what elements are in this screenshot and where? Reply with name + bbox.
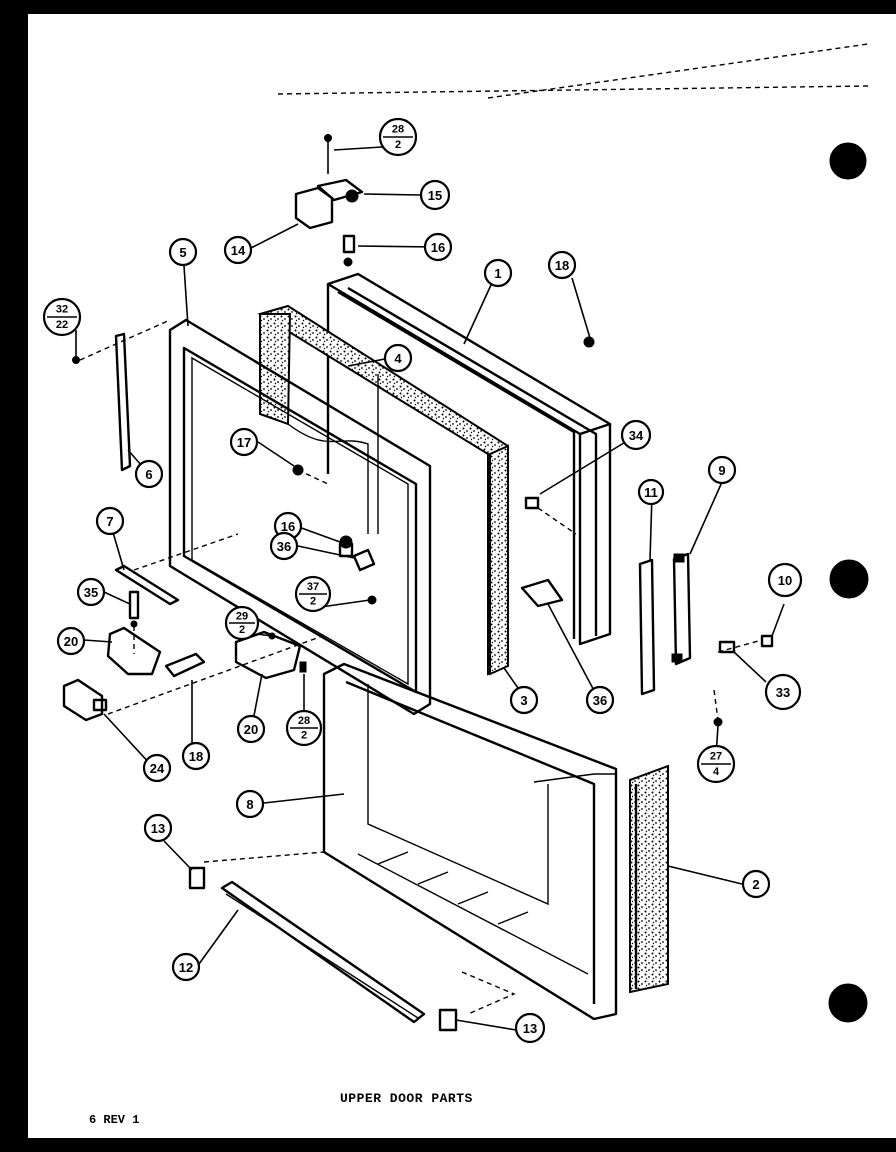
callout-c9: 9 bbox=[707, 455, 737, 485]
fraction-bottom: 2 bbox=[239, 624, 245, 636]
callout-c15: 15 bbox=[419, 179, 451, 211]
callout-label: 13 bbox=[523, 1021, 537, 1036]
binder-hole-middle bbox=[829, 559, 869, 599]
callout-c11: 11 bbox=[637, 478, 665, 506]
fraction-bottom: 4 bbox=[713, 766, 720, 778]
fraction-callout-f37: 372 bbox=[294, 575, 332, 613]
callout-label: 11 bbox=[644, 485, 658, 500]
fraction-top: 28 bbox=[392, 123, 404, 135]
fraction-callout-f29: 292 bbox=[224, 605, 260, 641]
callout-label: 4 bbox=[394, 351, 402, 366]
fraction-top: 27 bbox=[710, 750, 722, 762]
binder-hole-top bbox=[829, 142, 867, 180]
callout-label: 8 bbox=[246, 797, 253, 812]
callout-label: 2 bbox=[752, 877, 759, 892]
callout-label: 17 bbox=[237, 435, 251, 450]
callout-label: 5 bbox=[179, 245, 186, 260]
callout-c10: 10 bbox=[767, 562, 803, 598]
callout-c13b: 13 bbox=[514, 1012, 546, 1044]
fraction-callout-f28b: 282 bbox=[285, 709, 323, 747]
callout-label: 35 bbox=[84, 585, 98, 600]
callout-label: 14 bbox=[231, 243, 246, 258]
binder-hole-bottom bbox=[828, 983, 868, 1023]
callout-label: 34 bbox=[629, 428, 644, 443]
callout-c8: 8 bbox=[235, 789, 265, 819]
callout-c36b: 36 bbox=[585, 685, 615, 715]
callout-c18b: 18 bbox=[181, 741, 211, 771]
callout-label: 33 bbox=[776, 685, 790, 700]
callout-label: 18 bbox=[189, 749, 203, 764]
fraction-top: 37 bbox=[307, 581, 319, 593]
callout-c5: 5 bbox=[168, 237, 198, 267]
fraction-bottom: 2 bbox=[310, 596, 316, 608]
callout-group: 1234567891011121313141516161718182020243… bbox=[42, 117, 803, 1044]
callout-c20b: 20 bbox=[236, 714, 266, 744]
callout-c6: 6 bbox=[134, 459, 164, 489]
handle-bar-assembly bbox=[638, 552, 692, 696]
callout-label: 9 bbox=[718, 463, 725, 478]
callout-label: 7 bbox=[106, 514, 113, 529]
callout-label: 20 bbox=[244, 722, 258, 737]
callout-c3: 3 bbox=[509, 685, 539, 715]
fraction-top: 32 bbox=[56, 303, 68, 315]
callout-label: 20 bbox=[64, 634, 78, 649]
callout-label: 16 bbox=[281, 519, 295, 534]
callout-c24: 24 bbox=[142, 753, 172, 783]
callout-c4: 4 bbox=[383, 343, 413, 373]
callout-c33: 33 bbox=[764, 673, 802, 711]
scan-noise bbox=[277, 43, 869, 99]
callout-label: 3 bbox=[520, 693, 527, 708]
callout-c20a: 20 bbox=[56, 626, 86, 656]
callout-c7: 7 bbox=[95, 506, 125, 536]
fraction-bottom: 2 bbox=[301, 730, 307, 742]
callout-label: 13 bbox=[151, 821, 165, 836]
callout-c14: 14 bbox=[223, 235, 253, 265]
callout-c34: 34 bbox=[620, 419, 652, 451]
callout-label: 24 bbox=[150, 761, 165, 776]
fraction-bottom: 2 bbox=[395, 139, 401, 151]
fraction-top: 29 bbox=[236, 610, 248, 622]
diagram-title: UPPER DOOR PARTS bbox=[340, 1091, 473, 1106]
callout-label: 12 bbox=[179, 960, 193, 975]
lower-door-panel bbox=[322, 662, 618, 1021]
callout-c13a: 13 bbox=[143, 813, 173, 843]
callout-label: 16 bbox=[431, 240, 445, 255]
fraction-top: 28 bbox=[298, 715, 310, 727]
exploded-parts-diagram: 1234567891011121313141516161718182020243… bbox=[42, 43, 869, 1044]
lower-trim-strip bbox=[220, 880, 426, 1024]
callout-label: 18 bbox=[555, 258, 569, 273]
callout-c35: 35 bbox=[76, 577, 106, 607]
callout-label: 10 bbox=[778, 573, 792, 588]
callout-c36a: 36 bbox=[269, 531, 299, 561]
callout-label: 6 bbox=[145, 467, 152, 482]
revision-label: 6 REV 1 bbox=[89, 1113, 140, 1127]
fraction-callout-f28a: 282 bbox=[378, 117, 418, 157]
callout-c2: 2 bbox=[741, 869, 771, 899]
callout-label: 36 bbox=[593, 693, 607, 708]
side-trim-strip bbox=[114, 332, 132, 472]
leader-lines bbox=[75, 145, 785, 1031]
callout-label: 1 bbox=[494, 266, 501, 281]
callout-label: 36 bbox=[277, 539, 291, 554]
callout-label: 15 bbox=[428, 188, 442, 203]
callout-c16a: 16 bbox=[423, 232, 453, 262]
fraction-bottom: 22 bbox=[56, 319, 68, 331]
callout-c17: 17 bbox=[229, 427, 259, 457]
assembly-guide-lines bbox=[79, 319, 763, 1015]
callout-c18a: 18 bbox=[547, 250, 577, 280]
liner-side-strip bbox=[489, 444, 509, 676]
callout-c12: 12 bbox=[171, 952, 201, 982]
fraction-callout-f27: 274 bbox=[696, 744, 736, 784]
door-end-cap bbox=[629, 764, 669, 994]
small-hardware bbox=[62, 134, 774, 1032]
callout-c1: 1 bbox=[483, 258, 513, 288]
door-outer-panel bbox=[326, 272, 612, 646]
